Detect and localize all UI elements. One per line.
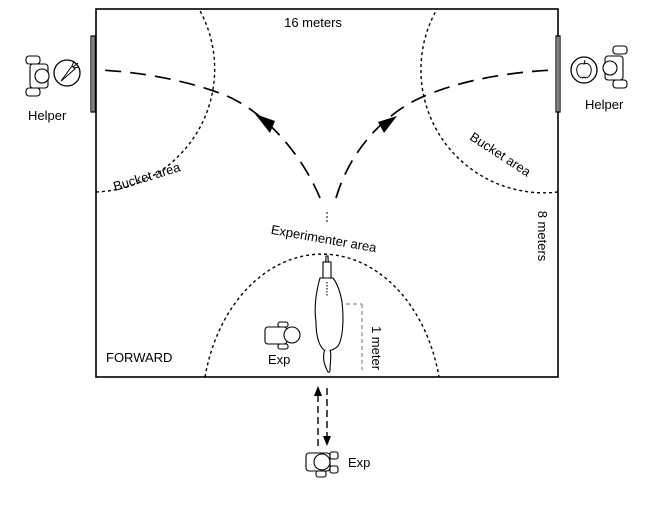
helper-right-icon	[602, 45, 628, 89]
bucket-area-right-boundary	[420, 9, 558, 194]
arena-boundary	[95, 8, 559, 378]
experimenter-inside-icon	[264, 321, 301, 350]
width-dimension-label: 16 meters	[284, 15, 342, 30]
helper-right-label: Helper	[585, 97, 624, 112]
horse-topview-icon	[314, 255, 344, 373]
path-to-right-bucket	[335, 69, 555, 199]
arrow-left	[255, 114, 275, 133]
one-meter-label: 1 meter	[369, 326, 384, 371]
entry-arrows	[314, 386, 331, 446]
path-to-left-bucket	[99, 69, 321, 199]
experimenter-area-boundary	[204, 253, 440, 377]
experimenter-outside-label: Exp	[348, 455, 370, 470]
left-gate	[90, 35, 96, 113]
helper-left-icon	[25, 55, 50, 97]
helper-left-label: Helper	[28, 108, 67, 123]
experimenter-inside-label: Exp	[268, 352, 290, 367]
apple-icon	[570, 56, 598, 84]
experimenter-area-label: Experimenter area	[270, 222, 379, 255]
arrow-right	[378, 116, 397, 133]
condition-label: FORWARD	[106, 350, 172, 365]
carrot-icon	[53, 59, 81, 87]
experimenter-outside-icon	[305, 451, 339, 478]
one-meter-dimension	[346, 303, 363, 370]
bucket-area-left-boundary	[96, 9, 216, 193]
right-gate	[555, 35, 561, 113]
bucket-area-right-label: Bucket area	[467, 129, 534, 180]
height-dimension-label: 8 meters	[535, 211, 550, 262]
bucket-area-left-label: Bucket area	[111, 159, 182, 194]
